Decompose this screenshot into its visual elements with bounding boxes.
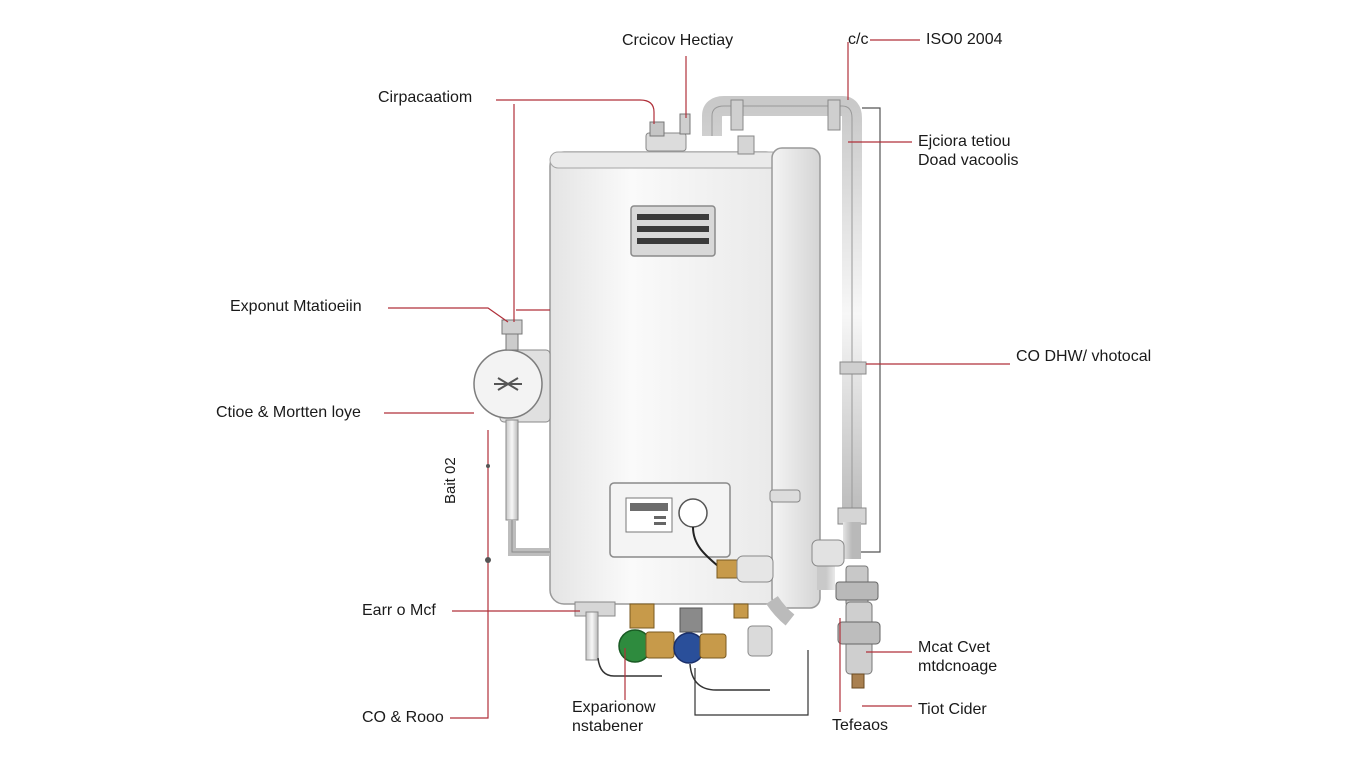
leader-lines <box>384 39 1010 719</box>
leader-ticks <box>485 464 491 563</box>
label-left-mid: Exponut Mtatioeiin <box>230 298 362 315</box>
label-vertical: Bait 02 <box>442 457 459 504</box>
label-bottom-right-center: Tefeaos <box>832 717 889 734</box>
top-fittings <box>645 113 755 155</box>
return-pipes <box>702 96 881 553</box>
vent-grille <box>630 205 716 257</box>
label-left-bottom: CO & Rooo <box>362 709 444 726</box>
label-left-lower: Earr o Mcf <box>362 602 436 619</box>
bottom-valves <box>574 601 809 716</box>
label-right-mid: CO DHW/ vhotocal <box>1016 348 1152 365</box>
label-left-pump: Ctioe & Mortten loye <box>216 404 361 421</box>
label-right-lower-line2: mtdcnoage <box>918 658 998 675</box>
label-upper-left: Cirpacaatiom <box>378 89 473 106</box>
control-panel <box>609 482 774 583</box>
pump-unit <box>473 319 551 556</box>
label-right-bottom: Tiot Cider <box>918 701 987 718</box>
label-top-right-prefix: c/c <box>848 31 869 48</box>
label-right-upper-line2: Doad vacoolis <box>918 152 1019 169</box>
label-top-right: ISO0 2004 <box>926 31 1003 48</box>
label-top-center: Crcicov Hectiay <box>622 32 734 49</box>
label-right-lower-line1: Mcat Cvet <box>918 639 991 656</box>
lower-pipework <box>720 522 881 689</box>
label-bottom-center-line2: nstabener <box>572 718 644 735</box>
label-right-upper-line1: Ejciora tetiou <box>918 133 1011 150</box>
label-bottom-center-line1: Exparionow <box>572 699 656 716</box>
